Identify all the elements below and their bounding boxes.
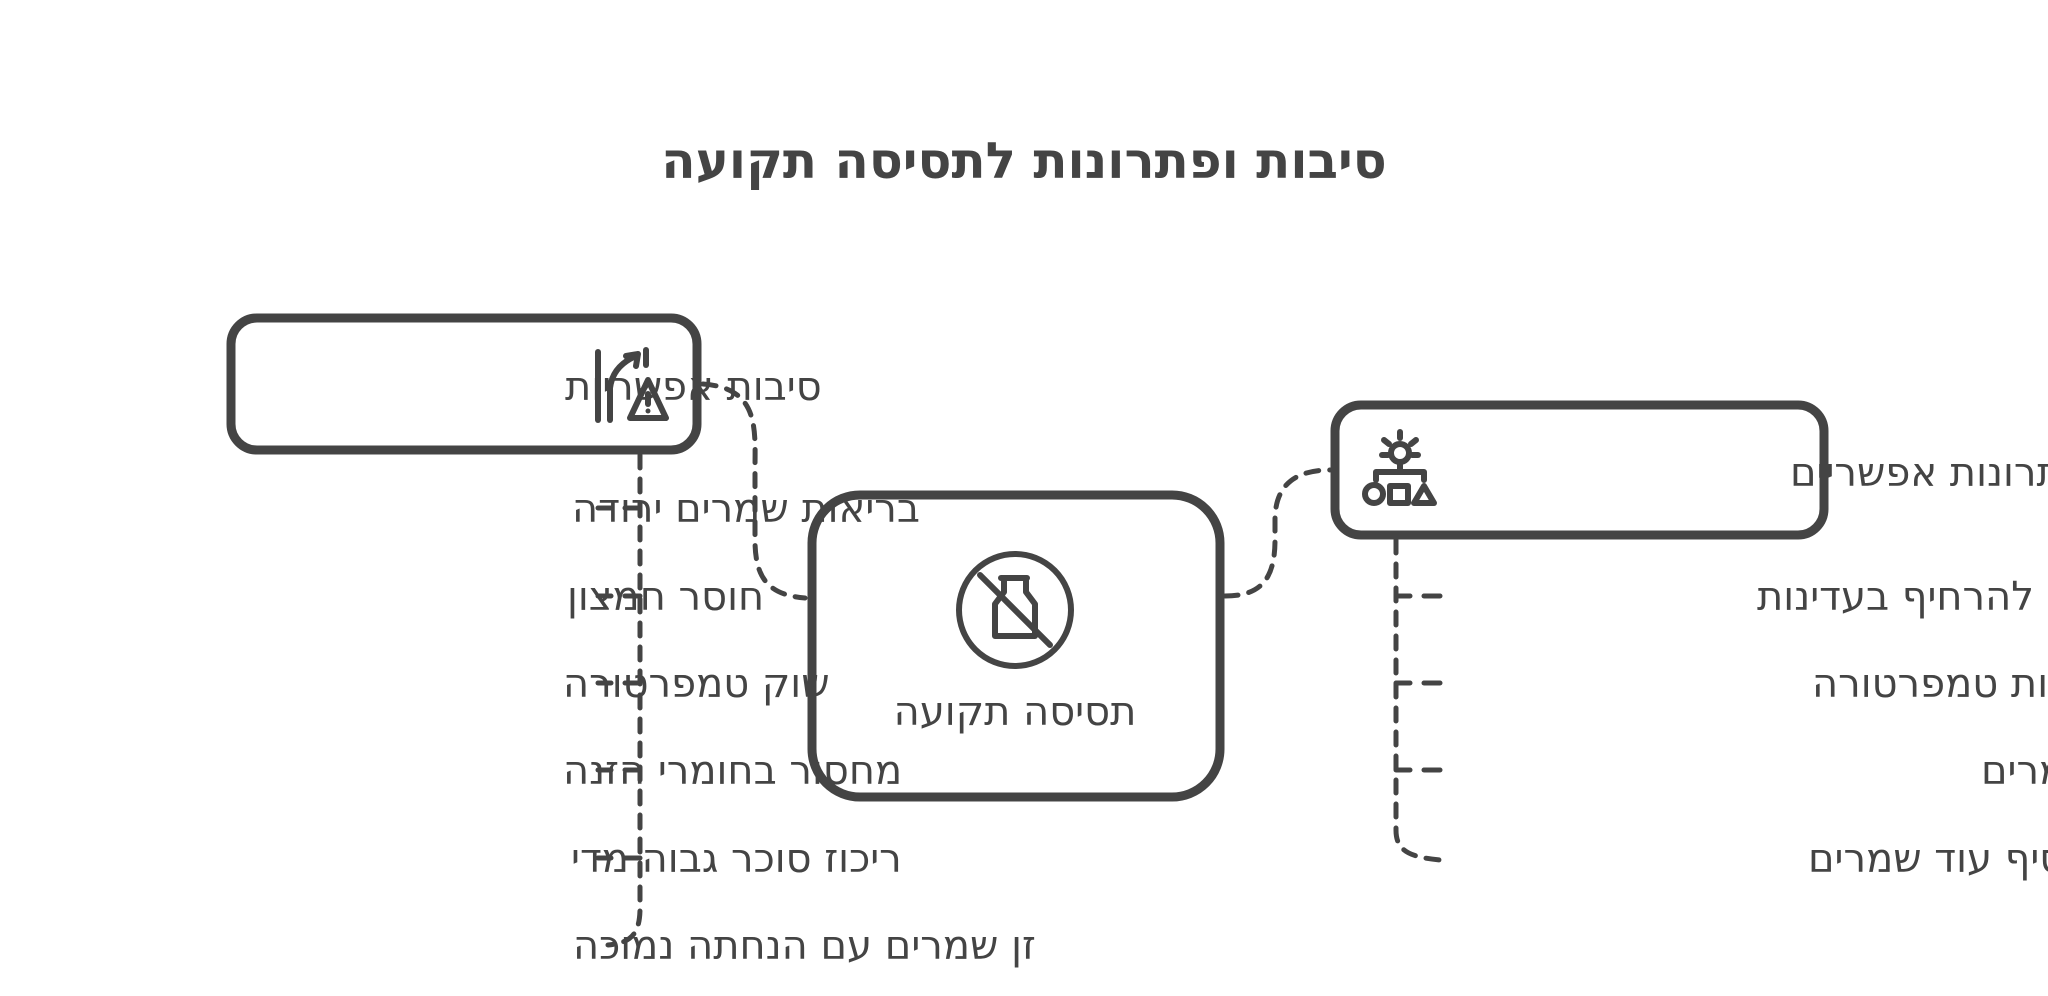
cause-item: בריאות שמרים ירודה [572, 486, 920, 532]
solution-item: להרחיף בעדינות [1757, 574, 2034, 620]
center-node-label: תסיסה תקועה [894, 689, 1137, 735]
solutions-node-label: פתרונות אפשריים [1790, 450, 2048, 496]
center-node-box [807, 490, 1225, 802]
cause-item: ריכוז סוכר גבוה מדי [571, 836, 902, 882]
causes-node: סיבות אפשריות [226, 313, 822, 455]
solution-item: להוסיף עוד שמרים [1808, 836, 2048, 882]
cause-item: חוסר חמצון [567, 574, 764, 620]
solution-item: להעלות טמפרטורה [1812, 661, 2048, 707]
cause-item: שוק טמפרטורה [563, 661, 830, 707]
solutions-node-box [1330, 400, 1829, 540]
cause-item: מחסור בחומרי הזנה [563, 748, 902, 794]
connector-causes-center [700, 381, 808, 601]
no-milk-icon [956, 551, 1074, 669]
diagram-title: סיבות ופתרונות לתסיסה תקועה [661, 132, 1386, 190]
connector-center-solutions [1222, 467, 1333, 599]
cause-item: זן שמרים עם הנחתה נמוכה [573, 923, 1036, 969]
solutions-ticks [1393, 593, 1443, 773]
causes-node-box [226, 313, 702, 455]
road-warning-icon [595, 347, 669, 423]
causes-node-label: סיבות אפשריות [565, 364, 822, 410]
causes-trunk-line [605, 452, 643, 948]
shapes-idea-icon [1362, 429, 1437, 506]
causes-ticks [595, 505, 643, 861]
center-node: תסיסה תקועה [807, 490, 1225, 802]
solution-item: להוסיף חומרי הזנה לשמרים [1981, 748, 2048, 794]
solutions-node: פתרונות אפשריים [1330, 400, 2048, 540]
solutions-trunk-line [1393, 537, 1443, 863]
